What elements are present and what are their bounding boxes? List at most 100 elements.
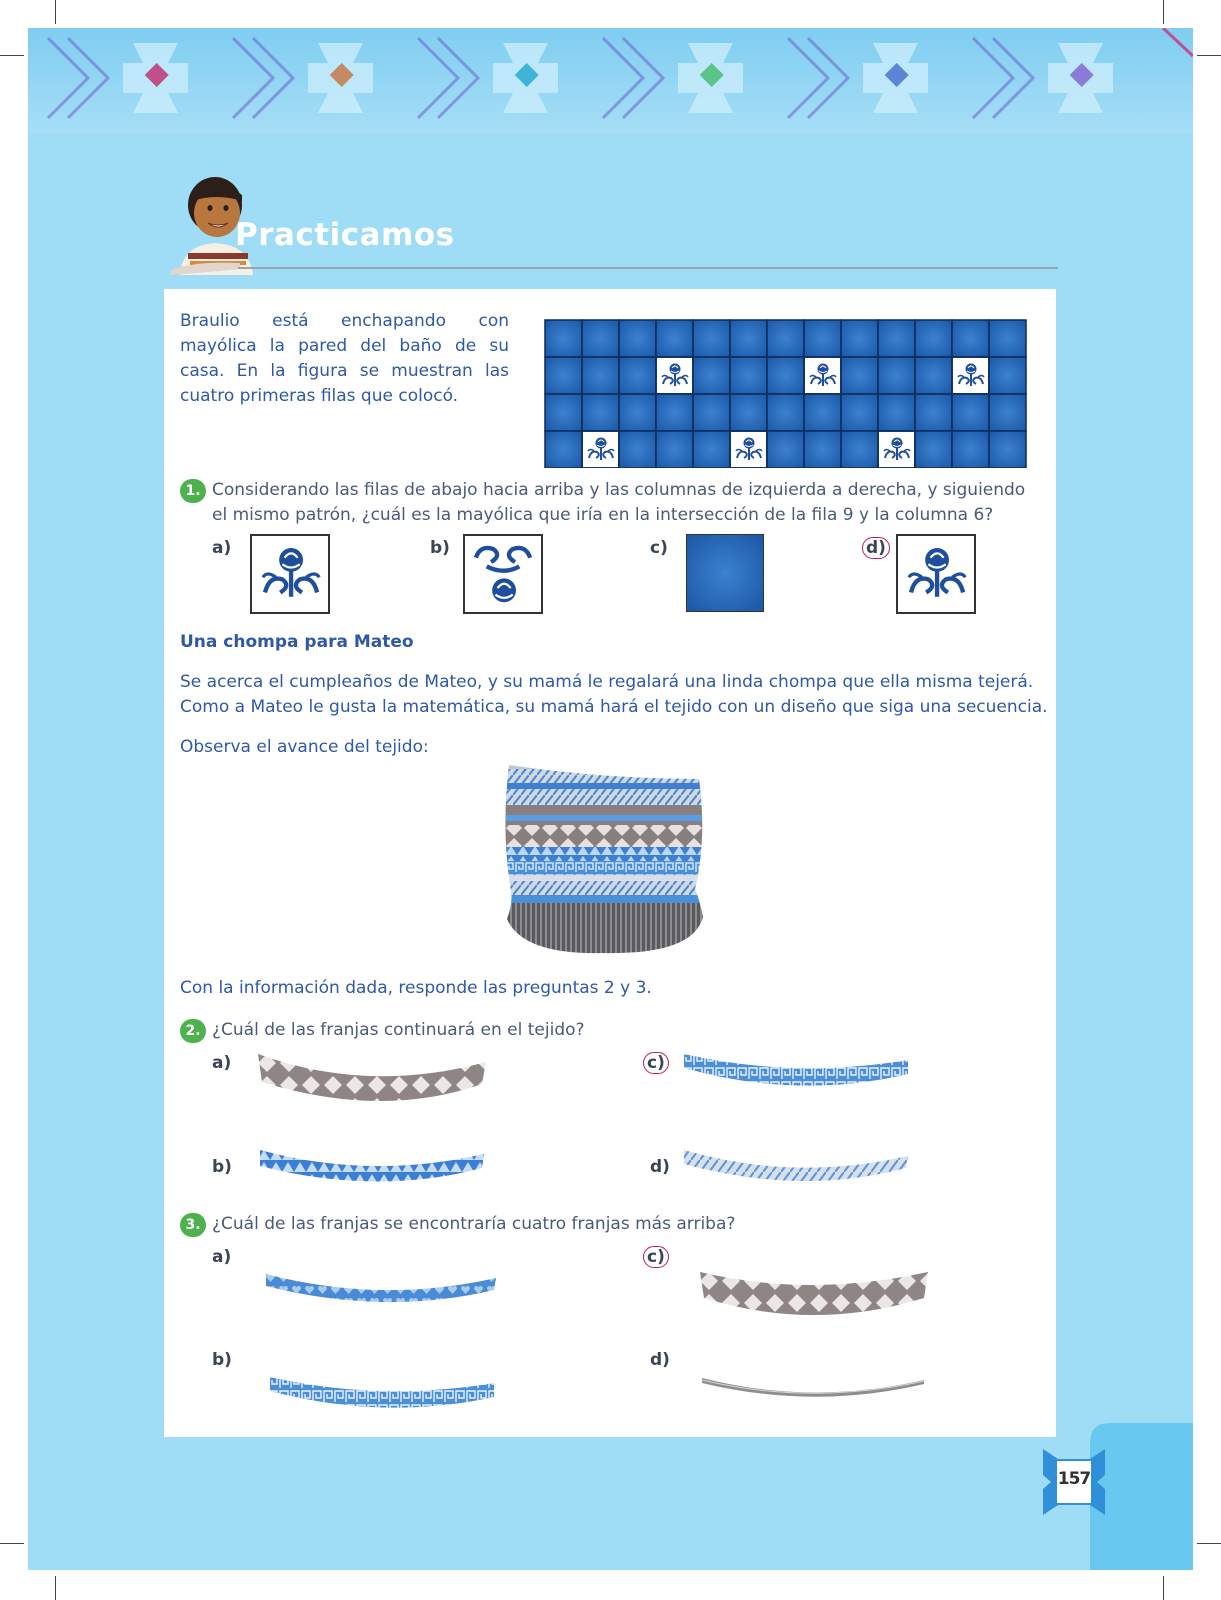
- q3-option-b-label[interactable]: b): [212, 1350, 232, 1370]
- tile-grid: [544, 319, 1027, 468]
- chevron-pattern-icon: [46, 28, 1193, 120]
- crop-mark: [55, 1576, 56, 1600]
- tile-cell: [618, 393, 657, 432]
- crop-mark: [0, 55, 24, 56]
- q1-option-a-tile[interactable]: [250, 534, 330, 614]
- q3-option-a-label[interactable]: a): [212, 1247, 232, 1267]
- tile-cell: [544, 356, 583, 395]
- q1-option-d-label[interactable]: d): [862, 537, 890, 559]
- rose-tile-icon: [656, 357, 693, 394]
- tile-cell: [988, 430, 1027, 468]
- q2-option-b-stripe[interactable]: [258, 1148, 486, 1190]
- tile-cell: [618, 430, 657, 468]
- tile-cell: [692, 430, 731, 468]
- tile-cell: [729, 393, 768, 432]
- q2-option-c-stripe[interactable]: [682, 1052, 910, 1094]
- tile-cell: [692, 393, 731, 432]
- tile-cell: [914, 393, 953, 432]
- scroll-rose-tile-icon: [465, 536, 541, 612]
- tile-cell: [840, 393, 879, 432]
- q1-option-c-tile[interactable]: [686, 534, 764, 612]
- tile-cell: [914, 430, 953, 468]
- tile-cell: [877, 356, 916, 395]
- tile-cell: [618, 356, 657, 395]
- crop-mark: [1163, 0, 1164, 24]
- tile-cell: [951, 393, 990, 432]
- crop-mark: [0, 1543, 24, 1544]
- q2-option-d-stripe[interactable]: [682, 1148, 910, 1192]
- tile-cell: [914, 356, 953, 395]
- q3-option-d-label[interactable]: d): [650, 1350, 670, 1370]
- observe-text: Observa el avance del tejido:: [180, 737, 429, 757]
- q1-option-a-label[interactable]: a): [212, 538, 232, 558]
- crop-mark: [1197, 55, 1221, 56]
- q1-option-d-tile[interactable]: [896, 534, 976, 614]
- section-title: Practicamos: [235, 217, 455, 253]
- sweater-knit-illustration: [505, 765, 704, 954]
- q3-option-c-label[interactable]: c): [643, 1246, 669, 1268]
- q3-option-a-stripe[interactable]: [264, 1272, 498, 1312]
- rose-tile-icon: [804, 357, 841, 394]
- q2-option-a-stripe[interactable]: [256, 1052, 488, 1122]
- tile-cell: [581, 393, 620, 432]
- tile-cell: [692, 319, 731, 358]
- tile-cell: [655, 319, 694, 358]
- q2-option-a-label[interactable]: a): [212, 1053, 232, 1073]
- q1-option-b-tile[interactable]: [463, 534, 543, 614]
- q2-option-d-label[interactable]: d): [650, 1157, 670, 1177]
- tile-cell: [914, 319, 953, 358]
- decorative-banner: [28, 28, 1193, 133]
- tile-cell: [988, 356, 1027, 395]
- divider: [238, 267, 1058, 269]
- tile-cell: [803, 393, 842, 432]
- question-1-text: Considerando las filas de abajo hacia ar…: [212, 480, 1026, 525]
- section-intro: Se acerca el cumpleaños de Mateo, y su m…: [180, 672, 1048, 717]
- tile-cell: [766, 393, 805, 432]
- tile-cell: [840, 319, 879, 358]
- tile-cell: [692, 356, 731, 395]
- instruction-text: Con la información dada, responde las pr…: [180, 978, 652, 998]
- crop-mark: [55, 0, 56, 24]
- boy-mascot-icon: [170, 177, 253, 275]
- question-3-text: ¿Cuál de las franjas se encontraría cuat…: [212, 1214, 736, 1234]
- q3-option-d-stripe[interactable]: [700, 1376, 926, 1406]
- q1-option-b-label[interactable]: b): [430, 538, 450, 558]
- tile-cell: [840, 356, 879, 395]
- tile-cell: [581, 319, 620, 358]
- q3-option-c-stripe[interactable]: [698, 1270, 930, 1332]
- tile-cell: [877, 319, 916, 358]
- tile-cell: [655, 430, 694, 468]
- tile-cell: [544, 393, 583, 432]
- q1-option-c-label[interactable]: c): [650, 538, 668, 558]
- tile-cell: [766, 356, 805, 395]
- rose-tile-icon: [730, 431, 767, 468]
- tile-cell: [581, 356, 620, 395]
- tile-cell: [729, 319, 768, 358]
- crop-mark: [1197, 1543, 1221, 1544]
- tile-cell: [544, 319, 583, 358]
- corner-decoration: [1090, 1423, 1193, 1570]
- rose-tile-icon: [252, 536, 328, 612]
- tile-cell: [544, 430, 583, 468]
- rose-tile-icon: [898, 536, 974, 612]
- tile-cell: [803, 319, 842, 358]
- rose-tile-icon: [582, 431, 619, 468]
- question-number-badge: 2.: [180, 1019, 206, 1043]
- rose-tile-icon: [878, 431, 915, 468]
- q3-option-b-stripe[interactable]: [268, 1375, 496, 1415]
- tile-cell: [655, 393, 694, 432]
- q2-option-c-label[interactable]: c): [643, 1052, 669, 1074]
- tile-cell: [803, 430, 842, 468]
- tile-cell: [951, 319, 990, 358]
- tile-cell: [840, 430, 879, 468]
- page-number-badge: [1043, 1449, 1105, 1515]
- plain-blue-tile-icon: [687, 535, 763, 611]
- tile-cell: [766, 319, 805, 358]
- page-number: 157: [1057, 1469, 1092, 1489]
- section-subtitle: Una chompa para Mateo: [180, 632, 414, 652]
- question-number-badge: 3.: [180, 1213, 206, 1237]
- question-2-text: ¿Cuál de las franjas continuará en el te…: [212, 1020, 585, 1040]
- rose-tile-icon: [952, 357, 989, 394]
- crop-mark: [1163, 1576, 1164, 1600]
- q2-option-b-label[interactable]: b): [212, 1157, 232, 1177]
